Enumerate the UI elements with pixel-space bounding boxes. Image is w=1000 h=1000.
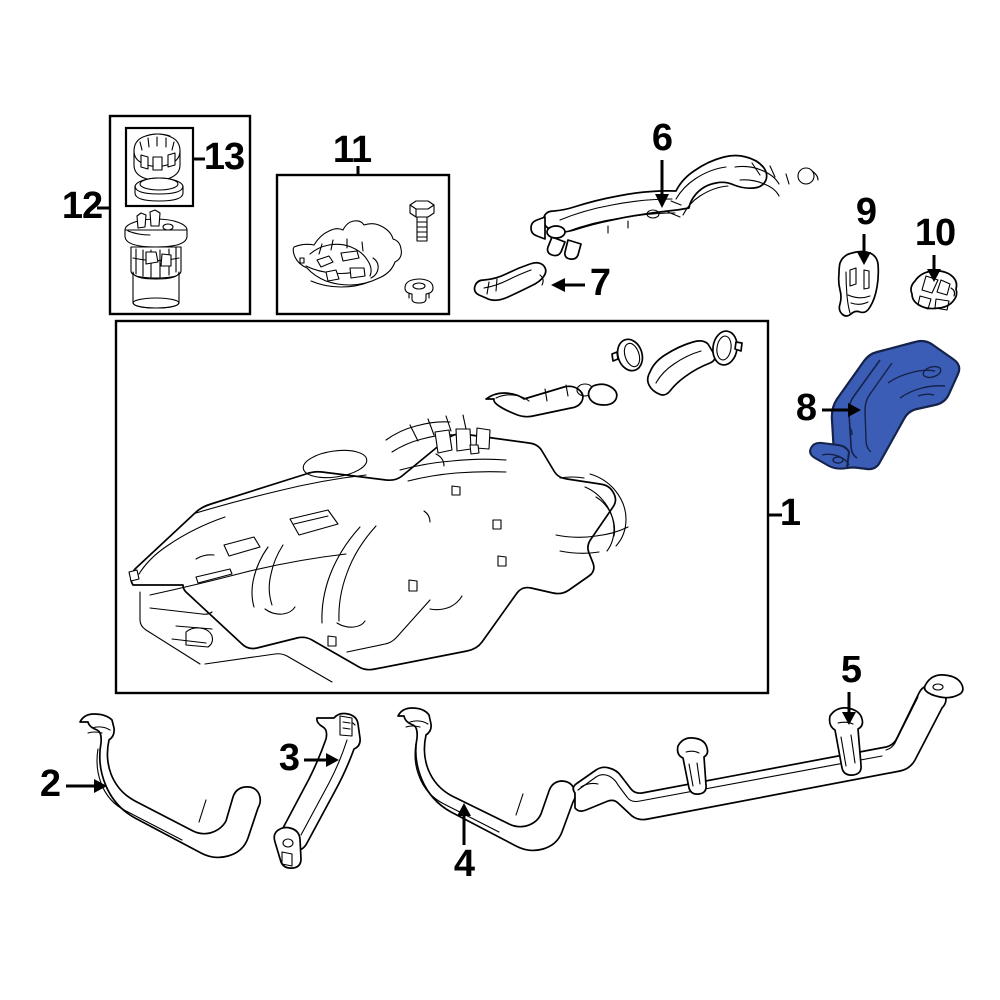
leader-5 <box>842 692 856 725</box>
part-fuel-tank-strap-right <box>397 707 577 852</box>
part-fuel-tank-strap-left <box>79 713 262 859</box>
callout-label-4: 4 <box>454 843 475 885</box>
part-fuel-line-tube-assembly <box>572 674 964 821</box>
callout-label-10: 10 <box>915 212 955 254</box>
part-fuel-hose-clamp-large <box>837 250 880 317</box>
callout-label-2: 2 <box>40 763 60 805</box>
leader-4 <box>457 803 471 845</box>
part-fuel-tank-strap-center <box>273 712 361 869</box>
part-fuel-filler-neck-pipe <box>530 154 819 261</box>
callout-label-8: 8 <box>796 387 816 429</box>
part-cover-bolt <box>409 200 435 242</box>
part-fuel-pump-lock-ring-gasket <box>133 133 184 202</box>
part-fuel-tank-assembly <box>128 383 629 683</box>
leader-8 <box>822 403 861 417</box>
part-fuel-hose-clamp-small <box>910 270 958 311</box>
leader-7 <box>551 278 585 292</box>
part-cover-grommet <box>404 278 434 304</box>
callout-label-1: 1 <box>780 492 801 534</box>
fuel-tank-group-box <box>114 319 770 695</box>
callout-label-9: 9 <box>856 191 876 233</box>
leader-10 <box>927 255 941 282</box>
callout-label-12: 12 <box>62 185 102 227</box>
lock-ring-group-box <box>124 126 195 208</box>
callout-label-5: 5 <box>841 649 862 691</box>
leader-6 <box>655 160 669 208</box>
callout-label-7: 7 <box>590 262 610 304</box>
callout-label-3: 3 <box>279 737 299 779</box>
part-fuel-pump-cover-protector <box>292 200 435 304</box>
pump-cover-group-box <box>275 173 451 316</box>
part-fuel-pump-module-assembly <box>124 209 188 309</box>
callout-label-13: 13 <box>204 136 244 178</box>
leader-9 <box>857 234 871 265</box>
part-fuel-filler-hose <box>473 261 547 302</box>
part-tank-inlet-hose-with-clamps <box>611 330 743 396</box>
part-fuel-tank-protector-shield <box>809 339 961 471</box>
leader-2 <box>66 779 107 793</box>
callout-label-11: 11 <box>333 129 372 171</box>
fuel-pump-group-box <box>108 114 252 316</box>
callout-label-6: 6 <box>652 117 672 159</box>
leader-3 <box>304 753 339 767</box>
